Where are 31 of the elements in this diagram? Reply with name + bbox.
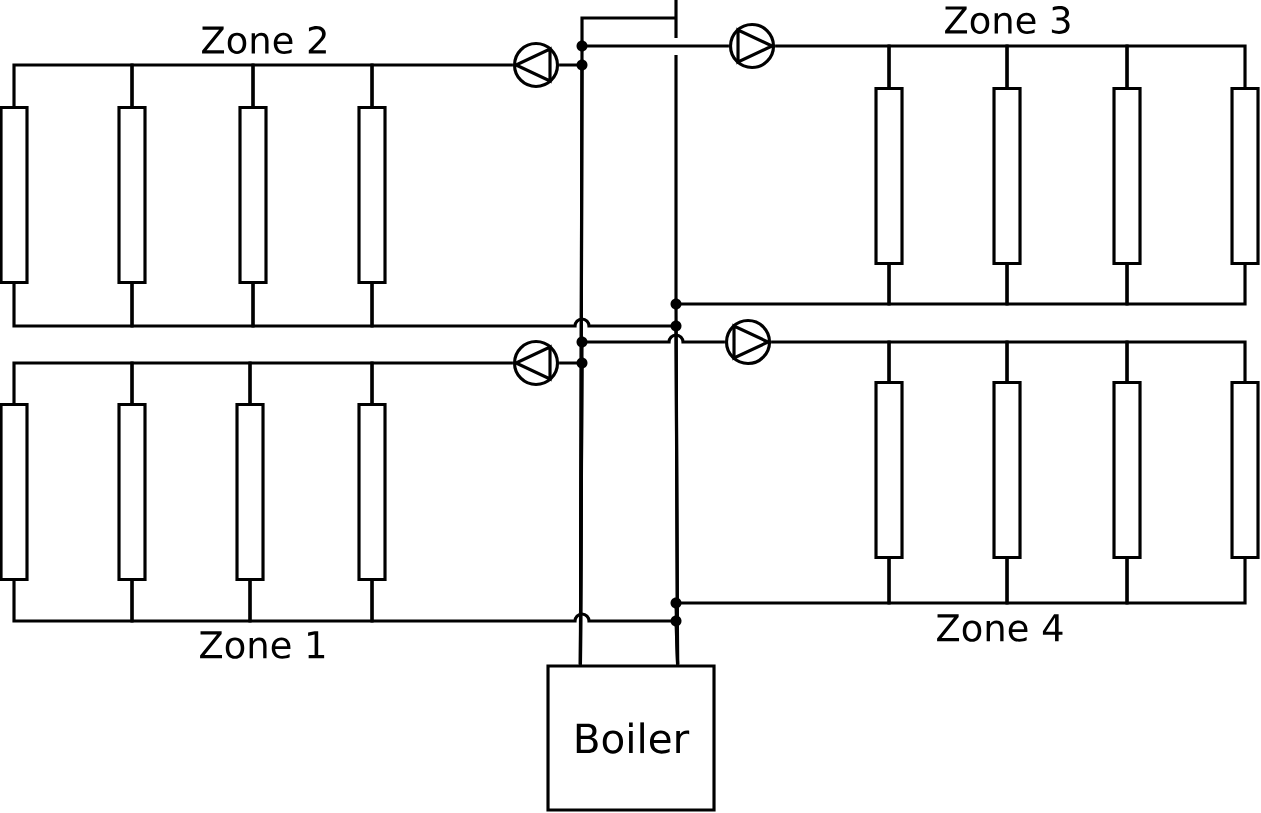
radiator-symbol [0,105,29,285]
radiator-symbol [874,86,904,266]
pipe [12,63,134,106]
radiator-symbol [117,105,147,285]
zone-label: Zone 2 [202,26,326,54]
radiator-symbol [117,402,147,582]
zone-label: Zone 3 [945,6,1070,34]
pipe [1125,340,1247,381]
radiator-symbol [357,105,387,285]
radiator-symbol [1230,380,1260,560]
radiator-symbol [357,402,387,582]
pipe [674,559,891,665]
radiator-symbol [1112,86,1142,266]
pump-symbol [728,22,776,70]
radiator-symbol [0,402,29,582]
zone-label: Zone 4 [937,614,1063,642]
zone-label: Zone 1 [200,631,325,659]
pipe [578,333,725,665]
boiler-box: Boiler [546,664,716,812]
radiator-symbol [992,380,1022,560]
pump-symbol [512,339,560,387]
radiator-symbol [235,402,265,582]
pump-symbol [724,318,772,366]
radiator-symbol [1230,86,1260,266]
radiator-symbol [238,105,268,285]
radiator-symbol [992,86,1022,266]
radiator-symbol [874,380,904,560]
pump-symbol [512,41,560,89]
pipe [12,361,134,403]
pipe [1125,44,1247,87]
radiator-symbol [1112,380,1142,560]
